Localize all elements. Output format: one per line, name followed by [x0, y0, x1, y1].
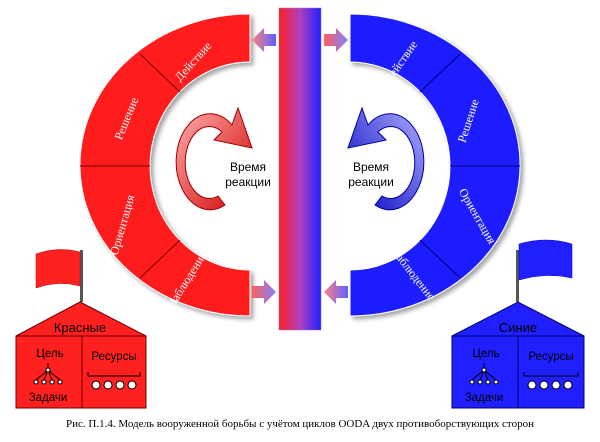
- red-house: Красные Цель Задачи Ресурсы: [15, 249, 147, 409]
- red-flag-icon: [35, 249, 81, 289]
- blue-flag-icon: [518, 239, 573, 281]
- blue-time-label-line2: реакции: [348, 175, 394, 189]
- blue-tree-icon: [469, 363, 499, 385]
- arrow-left-icon: [252, 28, 276, 52]
- red-house-resources: Ресурсы: [91, 351, 136, 363]
- blue-cycle-arrow-icon: [347, 106, 425, 211]
- red-time-label-line2: реакции: [225, 175, 271, 189]
- central-bar: [278, 7, 322, 331]
- red-time-label-line1: Время: [230, 160, 266, 174]
- blue-resources-icon: [523, 372, 579, 390]
- blue-house-tasks: Задачи: [465, 392, 504, 404]
- red-cycle-arrow-icon: [175, 106, 253, 211]
- red-house-title: Красные: [54, 320, 106, 335]
- blue-house: Синие Цель Задачи Ресурсы: [451, 239, 585, 409]
- blue-house-resources: Ресурсы: [528, 351, 573, 363]
- red-resources-icon: [87, 372, 141, 390]
- red-house-goal: Цель: [36, 348, 63, 360]
- blue-ooda-ring: [349, 13, 521, 317]
- arrow-right-icon: [324, 28, 348, 52]
- blue-flag-pole: [516, 250, 519, 302]
- small-arrows: [252, 28, 348, 304]
- arrow-right-icon: [252, 280, 276, 304]
- arrow-left-icon: [324, 280, 348, 304]
- blue-house-goal: Цель: [472, 348, 499, 360]
- blue-time-label-line1: Время: [353, 160, 389, 174]
- red-house-tasks: Задачи: [29, 392, 68, 404]
- figure-caption: Рис. П.1.4. Модель вооруженной борьбы с …: [66, 418, 534, 430]
- blue-house-title: Синие: [499, 320, 537, 335]
- red-ooda-ring: [79, 13, 251, 317]
- red-tree-icon: [33, 363, 63, 385]
- red-flag-pole: [80, 250, 83, 302]
